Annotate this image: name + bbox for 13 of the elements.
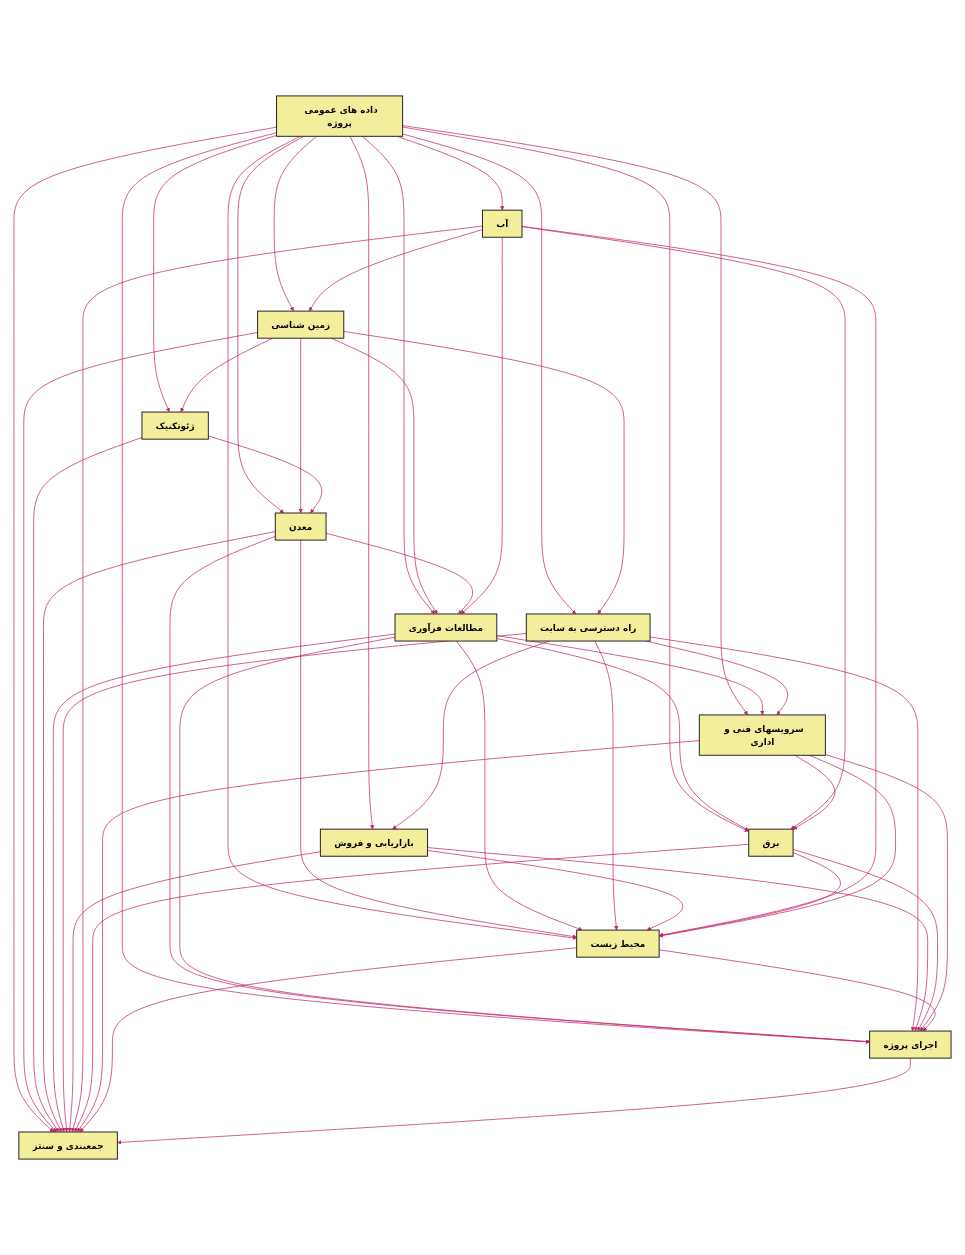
node-box: ژئوتکنیک xyxy=(141,411,209,440)
node-box: زمین شناسی xyxy=(257,310,345,339)
node-box: جمعبندی و سنتز xyxy=(18,1131,118,1160)
node-box: راه دسترسی به سایت xyxy=(525,613,651,642)
node-box: آب xyxy=(482,209,523,238)
node-box: معدن xyxy=(274,512,327,541)
node-box: داده های عمومی پروژه xyxy=(276,95,404,137)
node-box: برق xyxy=(748,828,794,857)
node-box: سرویسهای فنی و اداری xyxy=(698,714,826,756)
node-box: مطالعات فرآوری xyxy=(394,613,498,642)
node-box: بازاریابی و فروش xyxy=(319,828,429,857)
node-box: اجرای پروژه xyxy=(869,1030,952,1059)
node-box: محیط زیست xyxy=(576,929,660,958)
